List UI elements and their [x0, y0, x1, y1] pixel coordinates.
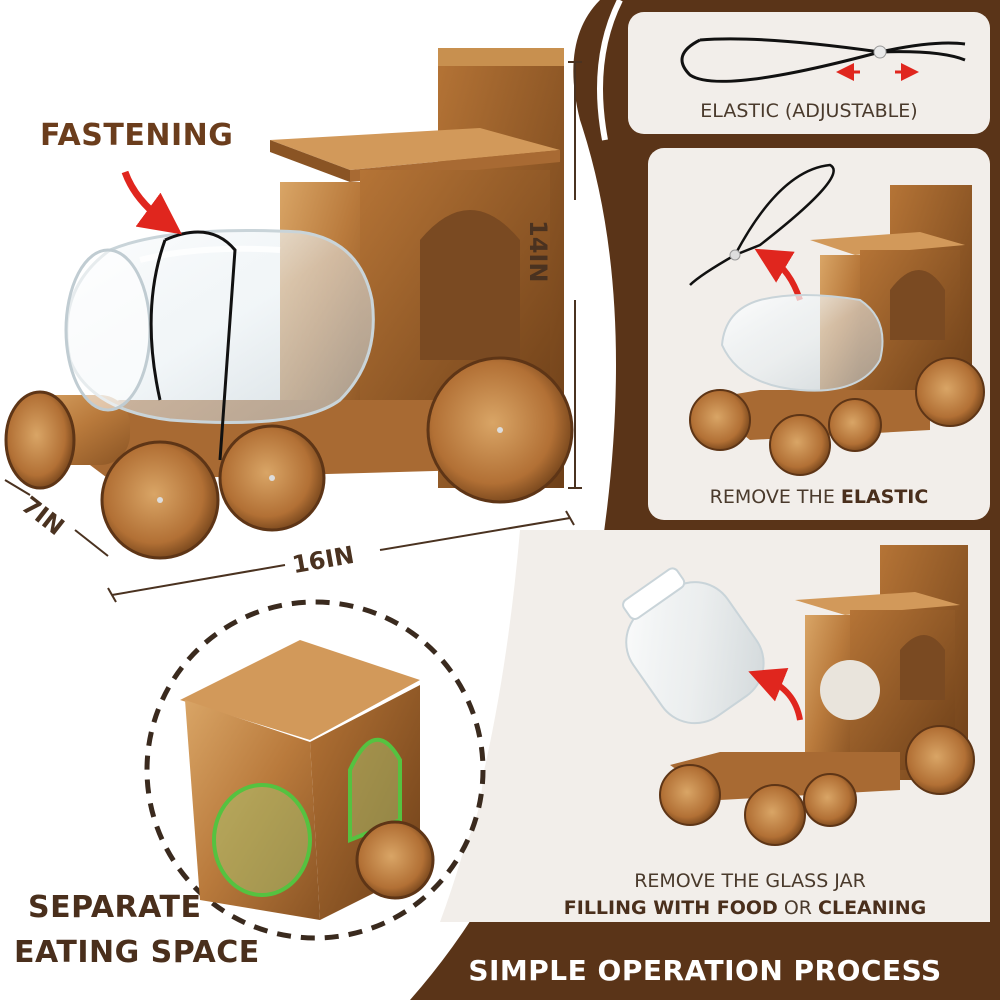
step2-caption-bold: ELASTIC — [840, 486, 929, 508]
step3-feeder — [622, 545, 975, 846]
step-panel-1 — [628, 12, 990, 134]
glass-jar — [64, 228, 375, 424]
step2-feeder — [689, 163, 985, 476]
separate-label-line2: EATING SPACE — [14, 935, 260, 970]
step3-caption-plain: OR — [777, 897, 819, 919]
step3-caption-line2: FILLING WITH FOOD OR CLEANING — [510, 897, 980, 919]
fastening-arrow — [121, 170, 182, 235]
elastic-illustration — [680, 37, 966, 83]
step2-caption-plain: REMOVE THE — [709, 486, 841, 508]
footer-title: SIMPLE OPERATION PROCESS — [468, 953, 942, 987]
main-feeder — [4, 48, 574, 560]
height-dimension: 14IN — [524, 220, 552, 283]
step1-caption: ELASTIC (ADJUSTABLE) — [700, 100, 918, 122]
separate-label-line1: SEPARATE — [28, 890, 202, 925]
zoom-cabin — [180, 640, 435, 920]
step3-caption-bold-a: FILLING WITH FOOD — [563, 897, 778, 919]
dimension-lines — [4, 61, 582, 603]
fastening-label: FASTENING — [40, 118, 234, 153]
step3-caption-bold-b: CLEANING — [818, 897, 927, 919]
step2-caption: REMOVE THE ELASTIC — [648, 486, 990, 508]
step3-caption-line1: REMOVE THE GLASS JAR — [634, 870, 866, 892]
